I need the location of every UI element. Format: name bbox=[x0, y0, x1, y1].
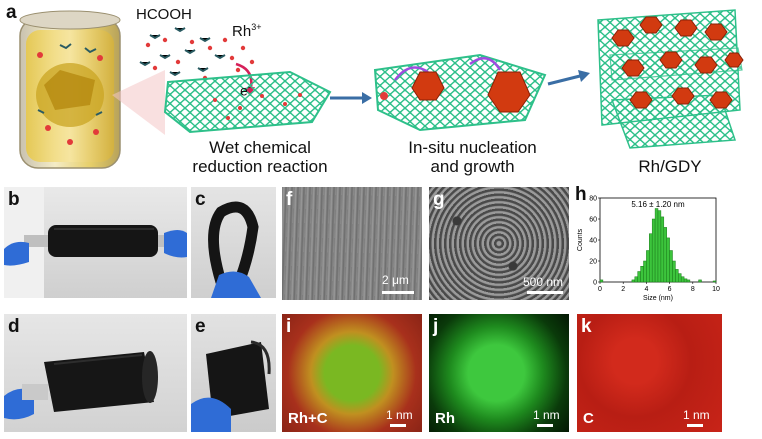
histogram-bar bbox=[657, 210, 662, 283]
x-tick-label: 8 bbox=[691, 286, 695, 293]
x-tick-label: 10 bbox=[712, 286, 720, 293]
x-axis-label: Size (nm) bbox=[643, 295, 673, 302]
panel-label-d: d bbox=[8, 316, 20, 337]
histogram-bar bbox=[675, 269, 679, 283]
y-axis-label: Counts bbox=[577, 228, 584, 251]
histogram-bar bbox=[660, 216, 665, 283]
electron-label: e- bbox=[240, 82, 251, 99]
histogram-bar bbox=[678, 273, 682, 283]
panel-label-a: a bbox=[6, 2, 17, 23]
scalebar-g-label: 500 nm bbox=[523, 275, 564, 289]
formic-acid-molecules bbox=[139, 27, 255, 81]
x-tick-label: 2 bbox=[621, 286, 625, 293]
map-label-i: Rh+C bbox=[288, 410, 328, 427]
histogram-bar bbox=[631, 279, 636, 283]
photo-c: c bbox=[191, 187, 276, 298]
histogram-bar bbox=[686, 279, 691, 283]
photo-e: e bbox=[191, 314, 276, 432]
scalebar-f-label: 2 μm bbox=[382, 273, 409, 287]
scalebar-g bbox=[527, 291, 563, 294]
sem-image-g: g 500 nm bbox=[429, 187, 569, 300]
map-label-k: C bbox=[583, 410, 594, 427]
histogram-bar bbox=[654, 208, 659, 283]
panel-label-j: j bbox=[433, 316, 439, 337]
rh-nanoparticle-large bbox=[487, 71, 531, 113]
y-tick-label: 60 bbox=[589, 217, 597, 224]
y-tick-label: 40 bbox=[589, 238, 597, 245]
histogram-bar bbox=[666, 237, 670, 283]
schematic-diagram bbox=[19, 9, 744, 169]
histogram-bar bbox=[680, 276, 685, 283]
histogram-bar bbox=[637, 271, 641, 283]
scalebar-i bbox=[390, 424, 406, 427]
rh-ion-label: Rh3+ bbox=[232, 22, 262, 40]
rh-gdy-structure bbox=[597, 9, 744, 149]
x-tick-label: 0 bbox=[598, 286, 602, 293]
panel-label-h: h bbox=[575, 184, 587, 205]
scalebar-k bbox=[687, 424, 703, 427]
histogram-bar bbox=[683, 278, 688, 283]
chart-title: 5.16 ± 1.20 nm bbox=[631, 200, 685, 209]
histogram-bar bbox=[712, 280, 717, 283]
y-tick-label: 0 bbox=[593, 280, 597, 287]
product-caption: Rh/GDY bbox=[638, 157, 702, 176]
panel-label-f: f bbox=[286, 189, 293, 210]
photo-b: b bbox=[4, 187, 187, 298]
eds-map-j: j Rh 1 nm bbox=[429, 314, 569, 432]
histogram-bar bbox=[669, 250, 673, 283]
y-tick-label: 80 bbox=[589, 196, 597, 203]
y-tick-label: 20 bbox=[589, 259, 597, 266]
scalebar-j bbox=[537, 424, 553, 427]
x-tick-label: 4 bbox=[644, 286, 648, 293]
eds-map-i: i Rh+C 1 nm bbox=[282, 314, 422, 432]
scalebar-k-label: 1 nm bbox=[683, 408, 710, 422]
reagent-label: HCOOH bbox=[136, 6, 192, 23]
histogram-bar bbox=[599, 279, 604, 283]
photo-d: d bbox=[4, 314, 187, 432]
histogram-bar bbox=[646, 250, 650, 283]
histogram-bar bbox=[672, 260, 676, 283]
gdy-sheet-1 bbox=[163, 70, 332, 134]
map-label-j: Rh bbox=[435, 410, 455, 427]
panel-label-g: g bbox=[433, 189, 445, 210]
reaction-vial-icon bbox=[19, 10, 121, 169]
histogram-bar bbox=[651, 218, 656, 283]
histogram-bar bbox=[643, 260, 647, 283]
panel-label-k: k bbox=[581, 316, 592, 337]
panel-label-i: i bbox=[286, 316, 292, 337]
rh-nanoparticle-small bbox=[411, 71, 445, 101]
x-tick-label: 6 bbox=[668, 286, 672, 293]
scalebar-i-label: 1 nm bbox=[386, 408, 413, 422]
eds-map-k: k C 1 nm bbox=[577, 314, 722, 432]
panel-label-e: e bbox=[195, 316, 206, 337]
panel-label-b: b bbox=[8, 189, 20, 210]
histogram-bar bbox=[649, 233, 653, 283]
histogram-bar bbox=[663, 227, 667, 283]
sem-image-f: f 2 μm bbox=[282, 187, 422, 300]
histogram-bar bbox=[634, 276, 638, 283]
scalebar-f bbox=[382, 291, 414, 294]
histogram-bar bbox=[640, 266, 644, 283]
panel-label-c: c bbox=[195, 189, 206, 210]
histogram-bar bbox=[698, 279, 702, 283]
scalebar-j-label: 1 nm bbox=[533, 408, 560, 422]
